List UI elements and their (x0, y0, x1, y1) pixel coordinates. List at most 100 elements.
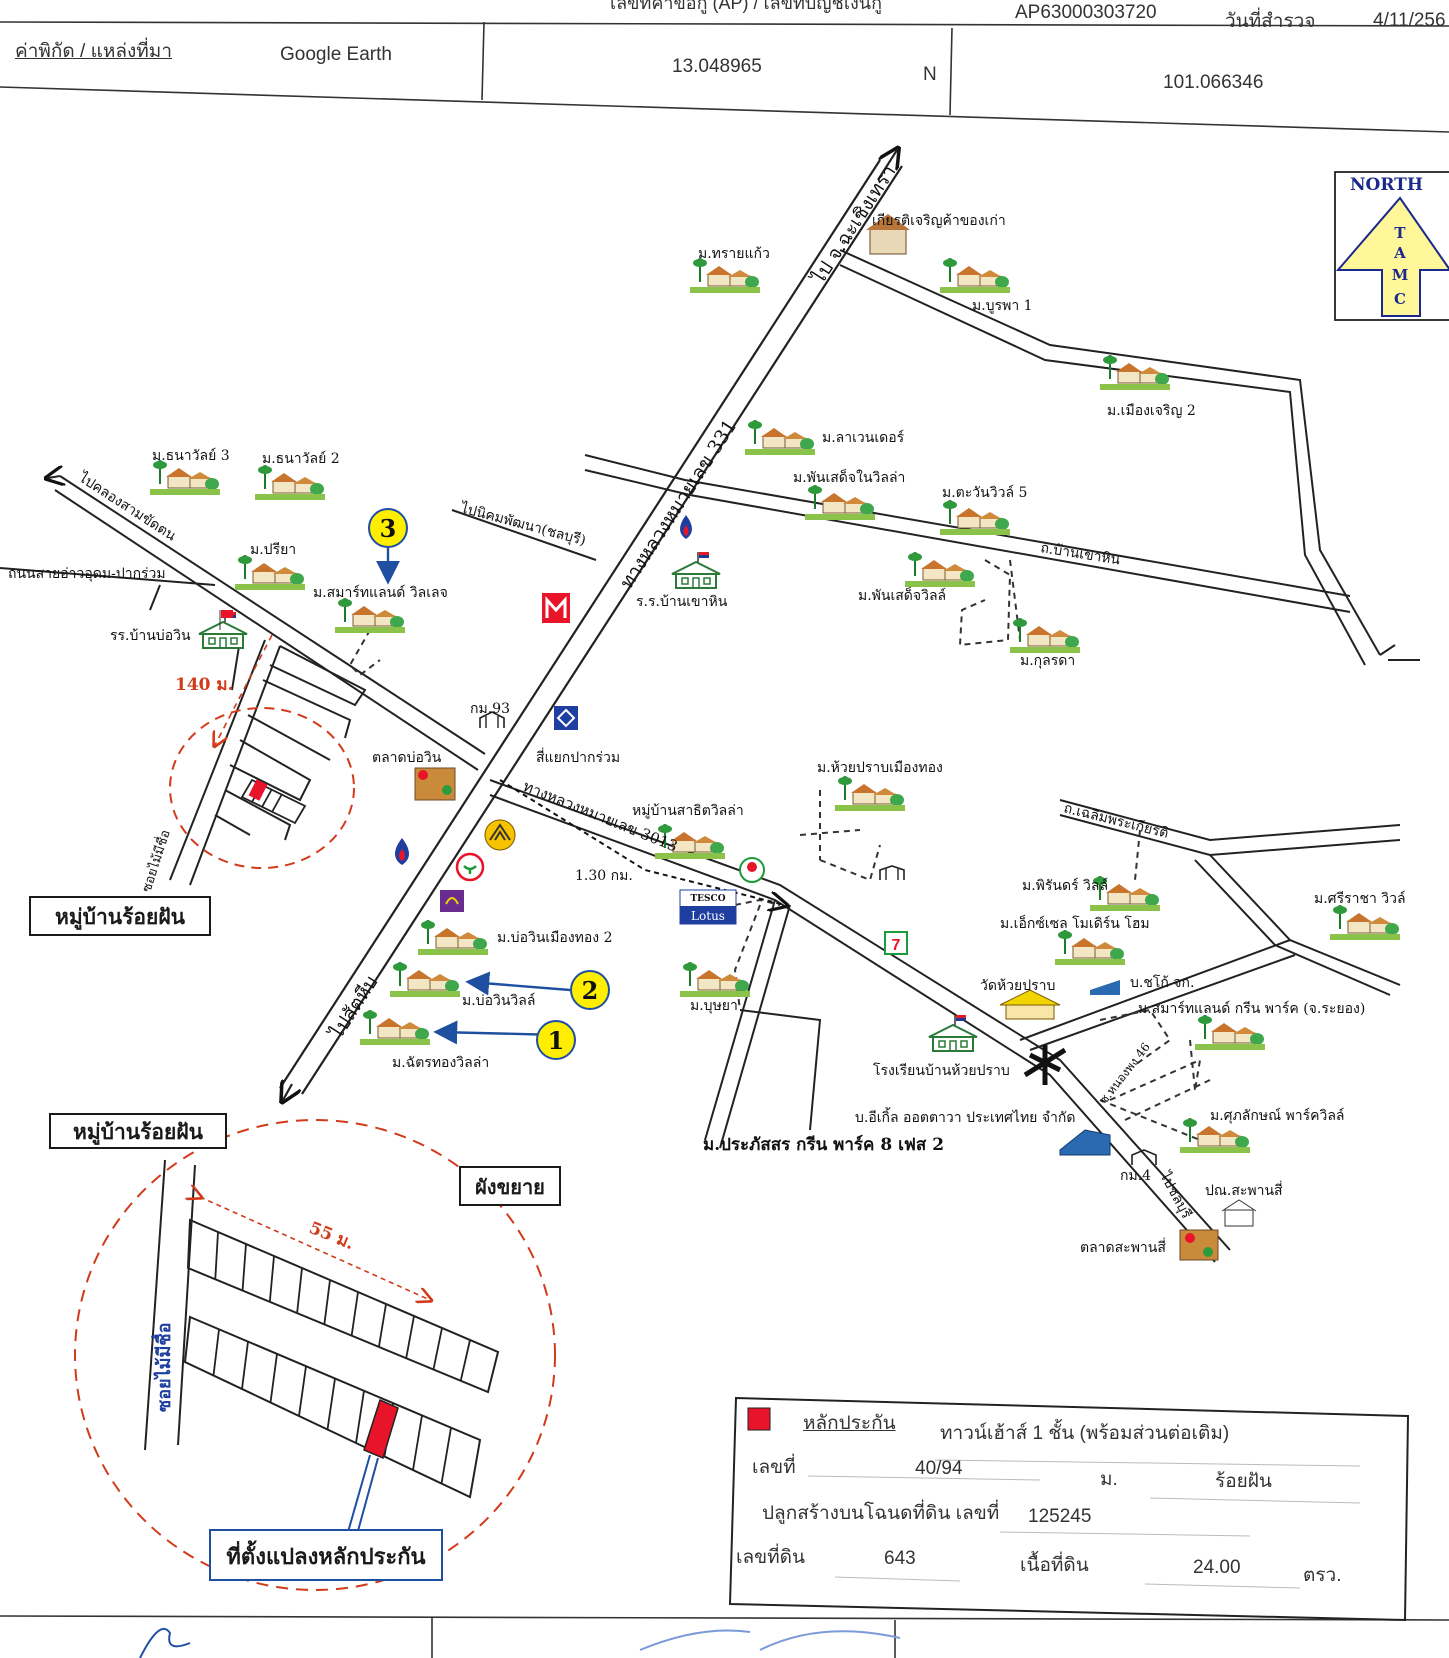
highway-331 (280, 150, 903, 1100)
flower-shop-icon (739, 857, 765, 883)
svg-text:ม.ทรายแก้ว: ม.ทรายแก้ว (698, 246, 770, 262)
svg-text:ร.ร.บ้านเขาหิน: ร.ร.บ้านเขาหิน (636, 594, 728, 610)
svg-text:NORTH: NORTH (1350, 175, 1423, 195)
house-icon (335, 598, 405, 634)
chaloem-road-label: ถ.เฉลิมพระเกียรติ (1062, 800, 1170, 842)
seven-eleven-icon: 7 (884, 931, 908, 955)
road-south (704, 899, 822, 1149)
svg-text:ม.บูรพา 1: ม.บูรพา 1 (972, 298, 1033, 314)
house-no: 40/94 (915, 1458, 963, 1479)
km-post-icon (1131, 1149, 1157, 1165)
house-icon (1330, 905, 1400, 941)
lat-hemisphere: N (923, 64, 937, 85)
plot-divider (212, 1329, 220, 1376)
plot-divider (350, 1291, 359, 1336)
marker-2[interactable]: 2 (570, 970, 610, 1010)
stamp-mark (639, 1629, 901, 1651)
latitude: 13.048965 (672, 56, 762, 77)
svg-text:หมู่บ้านสาธิตวิลล่า: หมู่บ้านสาธิตวิลล่า (632, 803, 744, 819)
svg-text:ม.ธนาวัลย์ 2: ม.ธนาวัลย์ 2 (262, 450, 340, 467)
plot-divider (378, 1303, 387, 1348)
svg-text:กม.93: กม.93 (470, 701, 510, 717)
svg-text:โรงเรียนบ้านห้วยปราบ: โรงเรียนบ้านห้วยปราบ (873, 1062, 1010, 1079)
road-ban-khao-hin (584, 454, 1396, 656)
road-aoudom (0, 567, 216, 611)
house-icon (940, 500, 1010, 536)
area: 24.00 (1193, 1557, 1241, 1578)
svg-text:เกียรติเจริญค้าของเก่า: เกียรติเจริญค้าของเก่า (872, 213, 1006, 229)
house-icon (418, 920, 488, 956)
hwy331-label: ทางหลวงหมายเลข 331 (616, 416, 742, 593)
zoom-circle-small (169, 707, 355, 869)
flag-icon (219, 610, 233, 630)
plot-divider (298, 1366, 307, 1417)
svg-text:1: 1 (548, 1026, 565, 1055)
svg-text:หมู่บ้านร้อยฝัน: หมู่บ้านร้อยฝัน (55, 904, 186, 931)
plot-divider (440, 1427, 452, 1484)
svg-text:ม.ตะวันวิวล์ 5: ม.ตะวันวิวล์ 5 (942, 484, 1027, 501)
svg-text:ม.กุลรดา: ม.กุลรดา (1020, 653, 1075, 669)
village-roads (169, 639, 367, 886)
svg-text:TESCO: TESCO (690, 894, 725, 904)
to-ban-khlong-label: ไปคลองสามขัดตน (75, 469, 179, 545)
warehouse-icon (1059, 1129, 1111, 1156)
svg-text:3: 3 (380, 514, 397, 543)
svg-text:ตลาดบ่อวิน: ตลาดบ่อวิน (372, 750, 442, 766)
kasikorn-bank-icon (455, 852, 485, 882)
marker-1[interactable]: 1 (536, 1020, 576, 1060)
house-icon (805, 485, 875, 521)
school-icon (928, 1015, 978, 1052)
bangkok-bank-icon (554, 706, 578, 730)
house-icon (150, 460, 220, 496)
house-icon (940, 258, 1010, 294)
market-icon (414, 767, 456, 801)
to-nikhom-label: ไปนิคมพัฒนา(ชลบุรี) (458, 499, 588, 549)
road-nw (48, 476, 486, 771)
zoom-plot-rows (183, 1218, 500, 1499)
marker-3[interactable]: 3 (368, 508, 408, 548)
collateral-info-box (728, 1396, 1410, 1622)
plot-divider (268, 1255, 275, 1302)
svg-text:วัดห้วยปราบ: วัดห้วยปราบ (980, 978, 1055, 994)
svg-text:ม.พิรันดร์ วิลล์: ม.พิรันดร์ วิลล์ (1022, 877, 1108, 894)
deed-label: ปลูกสร้างบนโฉนดที่ดิน เลขที่ (762, 1503, 1000, 1524)
svg-text:M: M (1392, 266, 1409, 284)
svg-text:ม.ลาเวนเดอร์: ม.ลาเวนเดอร์ (822, 429, 905, 446)
house-icon (1180, 1118, 1250, 1154)
makro-icon (542, 593, 570, 623)
svg-text:ม.บ่อวินวิลล์: ม.บ่อวินวิลล์ (462, 992, 535, 1009)
property-type: ทาวน์เฮ้าส์ 1 ชั้น (พร้อมส่วนต่อเติม) (940, 1423, 1230, 1444)
house-icon (680, 962, 750, 998)
svg-text:C: C (1394, 290, 1406, 308)
house-icon (360, 1010, 430, 1046)
collateral-plot-mini (248, 779, 268, 801)
svg-text:รร.บ้านบ่อวิน: รร.บ้านบ่อวิน (110, 628, 191, 644)
house-icon (390, 962, 460, 998)
junction-icon (1023, 1045, 1067, 1085)
village-label-box: หมู่บ้านร้อยฝัน (29, 896, 211, 936)
legend-label: หลักประกัน (803, 1413, 896, 1434)
svg-text:ม.สมาร์ทแลนด์ กรีน พาร์ค (จ.ระ: ม.สมาร์ทแลนด์ กรีน พาร์ค (จ.ระยอง) (1138, 1000, 1365, 1017)
km-post-icon (879, 865, 905, 880)
plot-divider (326, 1378, 336, 1430)
temple-icon (999, 989, 1061, 1020)
svg-text:สี่แยกปากร่วม: สี่แยกปากร่วม (536, 748, 620, 766)
svg-text:กม.4: กม.4 (1120, 1168, 1151, 1184)
area-label: เนื้อที่ดิน (1020, 1555, 1089, 1576)
svg-text:ม.ศรีราชา วิวล์: ม.ศรีราชา วิวล์ (1314, 890, 1406, 907)
road-ne (839, 249, 1420, 666)
survey-date-label: วันที่สำรวจ (1225, 11, 1316, 32)
plot-divider (241, 1341, 249, 1390)
aoudom-road-label: ถนนสายอ่าวอุดม-ปากร่วม (8, 566, 166, 582)
svg-text:A: A (1393, 244, 1406, 262)
house-icon (1010, 618, 1080, 654)
signature-mark (139, 1627, 191, 1658)
svg-text:Lotus: Lotus (691, 909, 725, 923)
m-prakasit-label: ม.ประภัสสร กรีน พาร์ค 8 เฟส 2 (703, 1134, 944, 1155)
svg-text:ม.ธนาวัลย์ 3: ม.ธนาวัลย์ 3 (152, 447, 230, 464)
to-chon-nai-label: ไปชลบุรี (1156, 1168, 1195, 1222)
svg-text:บ.อีเกิ้ล ออตตาวา ประเทศไทย จำ: บ.อีเกิ้ล ออตตาวา ประเทศไทย จำกัด (855, 1107, 1075, 1126)
dashed-paths (348, 559, 1211, 1141)
fuel-station-icon (395, 838, 409, 865)
plot-divider (355, 1390, 365, 1444)
